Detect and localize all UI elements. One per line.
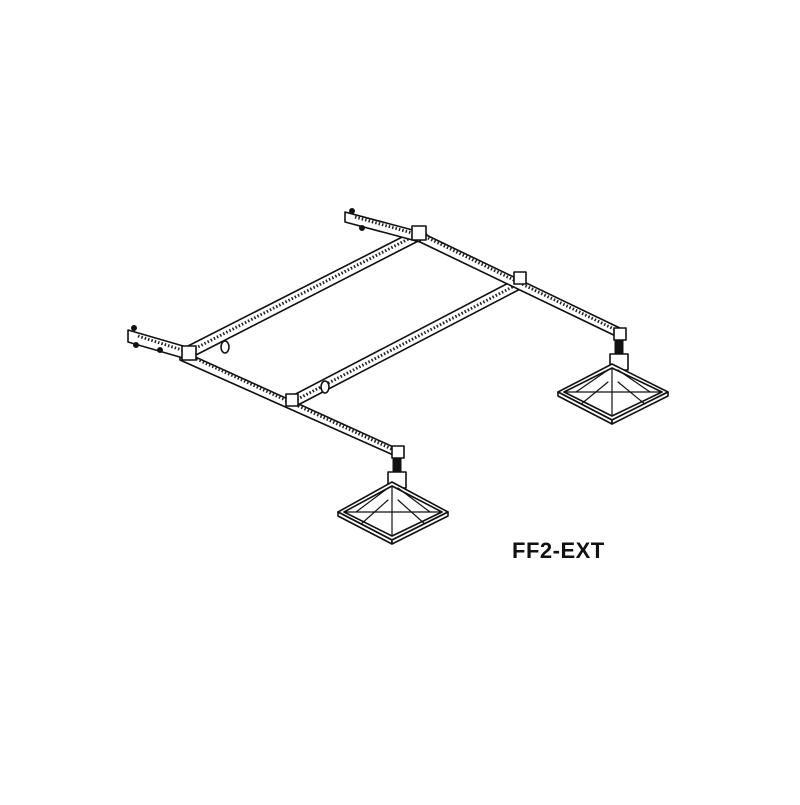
joint-block (285, 393, 299, 407)
model-label: FF2-EXT (512, 538, 605, 563)
clamp (220, 340, 230, 354)
right-side-beam (419, 231, 627, 341)
lower-extension-arm (127, 325, 197, 361)
rear-cross-rail (185, 227, 429, 357)
clamp (320, 380, 330, 394)
rear-pedestal-foot (557, 339, 669, 425)
front-pedestal-foot (337, 457, 449, 545)
upper-extension-arm (344, 208, 427, 243)
joint-block (513, 271, 527, 285)
